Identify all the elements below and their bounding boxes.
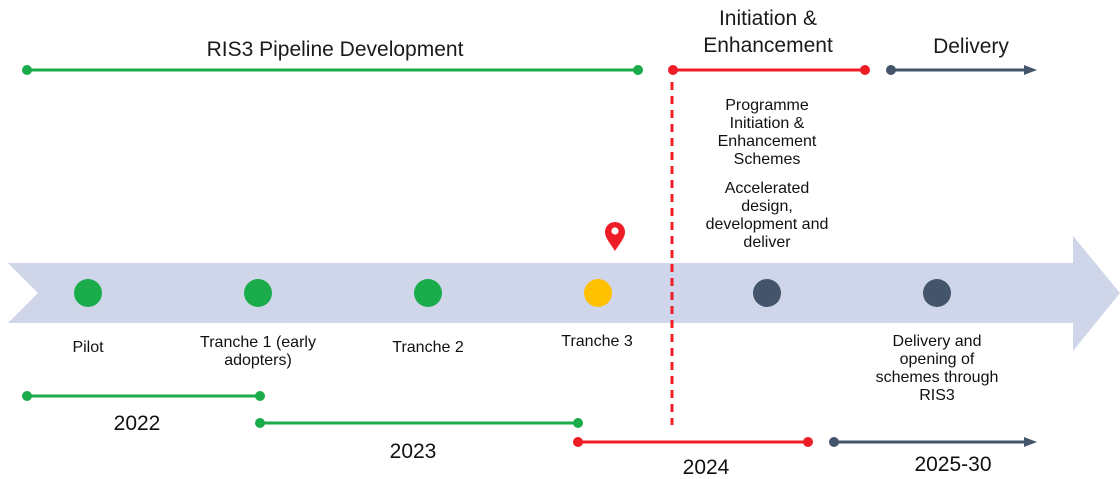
year-line-2023-end (573, 418, 583, 428)
note-accelerated-line-3: development and (705, 215, 829, 233)
year-line-2025-30-start (829, 437, 839, 447)
milestone-dot-tranche-1 (244, 279, 272, 307)
note-programme-initiation: Programme Initiation & Enhancement Schem… (677, 97, 857, 169)
location-pin-icon (605, 222, 625, 251)
note-accelerated-line-2: design, (741, 197, 793, 215)
milestone-dot-delivery (923, 279, 951, 307)
pipeline-line-end-dot (633, 65, 643, 75)
note-programme-line-1: Programme (725, 97, 809, 114)
note-programme-line-4: Schemes (733, 150, 801, 168)
phase-title-initiation: Initiation & Enhancement (668, 7, 868, 57)
year-label-2022: 2022 (113, 412, 161, 435)
note-accelerated-line-4: deliver (743, 233, 791, 251)
milestone-label-tranche-1: Tranche 1 (early adopters) (168, 334, 348, 370)
year-line-2024-start (573, 437, 583, 447)
year-line-2022-end (255, 391, 265, 401)
milestone-dot-pilot (74, 279, 102, 307)
note-delivery-line-1: Delivery and (892, 333, 982, 350)
year-label-2025-30: 2025-30 (914, 453, 992, 476)
milestone-label-tranche-2: Tranche 2 (392, 339, 464, 356)
milestone-label-pilot: Pilot (72, 339, 104, 356)
note-programme-line-3: Enhancement (717, 132, 817, 150)
note-delivery-line-4: RIS3 (919, 386, 955, 404)
initiation-line-end-dot (860, 65, 870, 75)
phase-title-initiation-line-2: Enhancement (703, 33, 833, 57)
initiation-line-start-dot (668, 65, 678, 75)
milestone-dot-tranche-3 (584, 279, 612, 307)
delivery-line-arrowhead (1024, 65, 1037, 75)
note-accelerated-design: Accelerated design, development and deli… (677, 180, 857, 252)
note-delivery-opening: Delivery and opening of schemes through … (857, 333, 1017, 405)
pipeline-line-start-dot (22, 65, 32, 75)
year-line-2022-start (22, 391, 32, 401)
note-accelerated-line-1: Accelerated (724, 180, 810, 197)
timeline-arrow (8, 236, 1120, 351)
phase-title-delivery: Delivery (933, 35, 1009, 58)
milestone-label-tranche-1-line-2: adopters) (224, 351, 292, 369)
year-label-2023: 2023 (389, 440, 437, 463)
year-line-2025-30-arrowhead (1024, 437, 1037, 447)
year-label-2024: 2024 (682, 456, 730, 479)
milestone-label-tranche-1-line-1: Tranche 1 (early (200, 334, 316, 351)
milestone-dot-tranche-2 (414, 279, 442, 307)
note-delivery-line-3: schemes through (875, 368, 999, 386)
year-line-2024-end (803, 437, 813, 447)
phase-title-initiation-line-1: Initiation & (718, 7, 818, 30)
year-line-2023-start (255, 418, 265, 428)
note-programme-line-2: Initiation & (729, 114, 805, 132)
milestone-dot-initiation (753, 279, 781, 307)
phase-title-pipeline: RIS3 Pipeline Development (206, 38, 464, 61)
note-delivery-line-2: opening of (899, 350, 975, 368)
milestone-label-tranche-3: Tranche 3 (561, 333, 633, 350)
delivery-line-start-dot (886, 65, 896, 75)
